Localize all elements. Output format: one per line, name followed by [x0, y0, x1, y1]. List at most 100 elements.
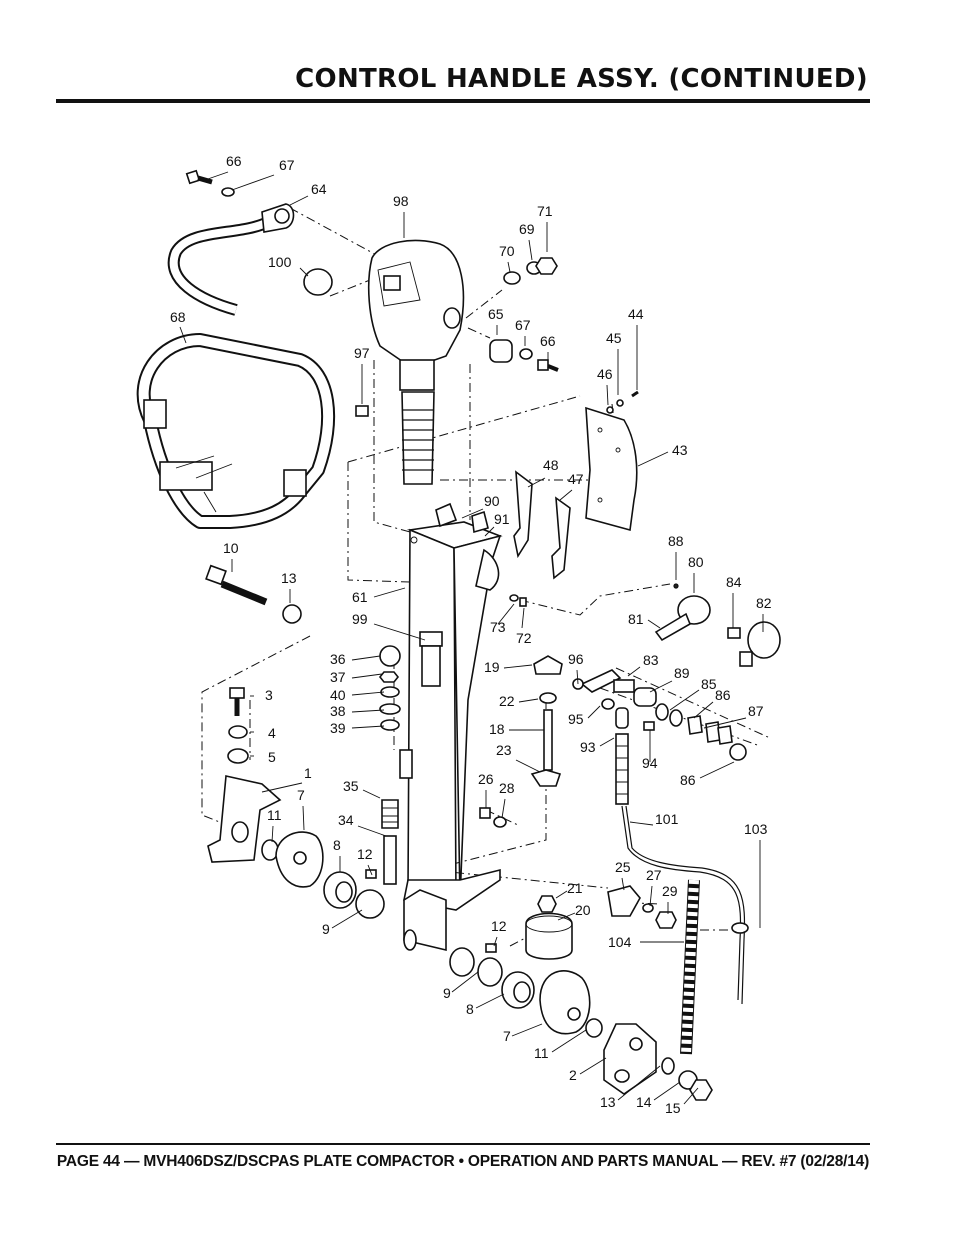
rubber-mount-20-21 [525, 895, 573, 960]
callout-1: 1 [304, 765, 312, 781]
leader-line [461, 508, 484, 519]
clamp-25-29 [607, 885, 677, 929]
callout-69: 69 [519, 221, 535, 237]
callout-7: 7 [503, 1028, 511, 1044]
fitting-99 [419, 631, 443, 687]
callout-43: 43 [672, 442, 688, 458]
callout-8: 8 [466, 1001, 474, 1017]
callout-37: 37 [330, 669, 346, 685]
callout-48: 48 [543, 457, 559, 473]
callout-89: 89 [674, 665, 690, 681]
callout-20: 20 [575, 902, 591, 918]
callout-71: 71 [537, 203, 553, 219]
callout-83: 83 [643, 652, 659, 668]
leader-line [576, 669, 579, 685]
key-97 [355, 405, 369, 417]
throttle-cable-93-101 [615, 707, 746, 1005]
leader-line [179, 326, 187, 344]
callout-101: 101 [655, 811, 679, 827]
leader-line [627, 666, 641, 677]
callout-14: 14 [636, 1094, 652, 1110]
callout-94: 94 [642, 755, 658, 771]
callout-67: 67 [515, 317, 531, 333]
leader-line [299, 267, 309, 277]
callout-26: 26 [478, 771, 494, 787]
callout-73: 73 [490, 619, 506, 635]
leader-line [501, 798, 506, 819]
leader-line [579, 1057, 607, 1075]
mount-parts-left [261, 831, 385, 919]
callout-96: 96 [568, 651, 584, 667]
callout-93: 93 [580, 739, 596, 755]
hose-assembly [167, 203, 295, 316]
leader-line [497, 603, 515, 625]
bracket-1 [207, 775, 282, 863]
callout-9: 9 [443, 985, 451, 1001]
callout-18: 18 [489, 721, 505, 737]
callout-98: 98 [393, 193, 409, 209]
bolt-66-top [185, 169, 235, 197]
leader-line [231, 174, 275, 191]
leader-line [693, 701, 714, 719]
callout-15: 15 [665, 1100, 681, 1116]
knob-100 [303, 268, 333, 296]
callout-99: 99 [352, 611, 368, 627]
leader-line [451, 971, 479, 993]
cover-plate-43 [585, 390, 639, 532]
callout-38: 38 [330, 703, 346, 719]
callout-97: 97 [354, 345, 370, 361]
callout-61: 61 [352, 589, 368, 605]
leader-line [653, 1081, 681, 1101]
knob-bolt-19-23 [530, 655, 563, 787]
callout-2: 2 [569, 1067, 577, 1083]
control-lever-housing [367, 239, 465, 485]
callout-44: 44 [628, 306, 644, 322]
callout-68: 68 [170, 309, 186, 325]
page-footer: PAGE 44 — MVH406DSZ/DSCPAS PLATE COMPACT… [56, 1153, 870, 1170]
callout-12: 12 [357, 846, 373, 862]
callout-66: 66 [540, 333, 556, 349]
callout-34: 34 [338, 812, 354, 828]
leader-line [683, 1087, 699, 1105]
leader-line [629, 821, 654, 826]
leader-line [555, 890, 568, 899]
leader-lines [179, 171, 764, 1105]
bushing-bolt-65-66 [489, 339, 559, 372]
bolt-10-washer-13 [205, 564, 302, 624]
bail-handle [136, 333, 335, 529]
leader-line [503, 664, 533, 669]
leader-line [515, 759, 541, 773]
leader-line [669, 689, 700, 711]
callout-10: 10 [223, 540, 239, 556]
leader-line [475, 993, 505, 1009]
leader-line [557, 912, 576, 921]
callout-70: 70 [499, 243, 515, 259]
callout-36: 36 [330, 651, 346, 667]
callout-81: 81 [628, 611, 644, 627]
callout-66: 66 [226, 153, 242, 169]
callout-29: 29 [662, 883, 678, 899]
callout-84: 84 [726, 574, 742, 590]
callout-11: 11 [534, 1045, 549, 1061]
callout-23: 23 [496, 742, 512, 758]
leader-line [527, 477, 546, 488]
callout-27: 27 [646, 867, 662, 883]
callout-47: 47 [568, 471, 584, 487]
callout-88: 88 [668, 533, 684, 549]
leader-line [606, 384, 609, 406]
callout-35: 35 [343, 778, 359, 794]
leader-line [373, 623, 426, 641]
leader-line [351, 691, 385, 696]
leader-line [289, 195, 309, 206]
leader-line [587, 705, 601, 719]
spring-pin-34-35 [381, 799, 399, 885]
callout-13: 13 [600, 1094, 616, 1110]
clip-103 [731, 922, 749, 934]
mount-parts-bottom [449, 943, 713, 1101]
callout-86: 86 [680, 772, 696, 788]
leader-line [484, 526, 495, 537]
callout-80: 80 [688, 554, 704, 570]
leader-line [637, 451, 669, 467]
leader-line [367, 864, 373, 876]
